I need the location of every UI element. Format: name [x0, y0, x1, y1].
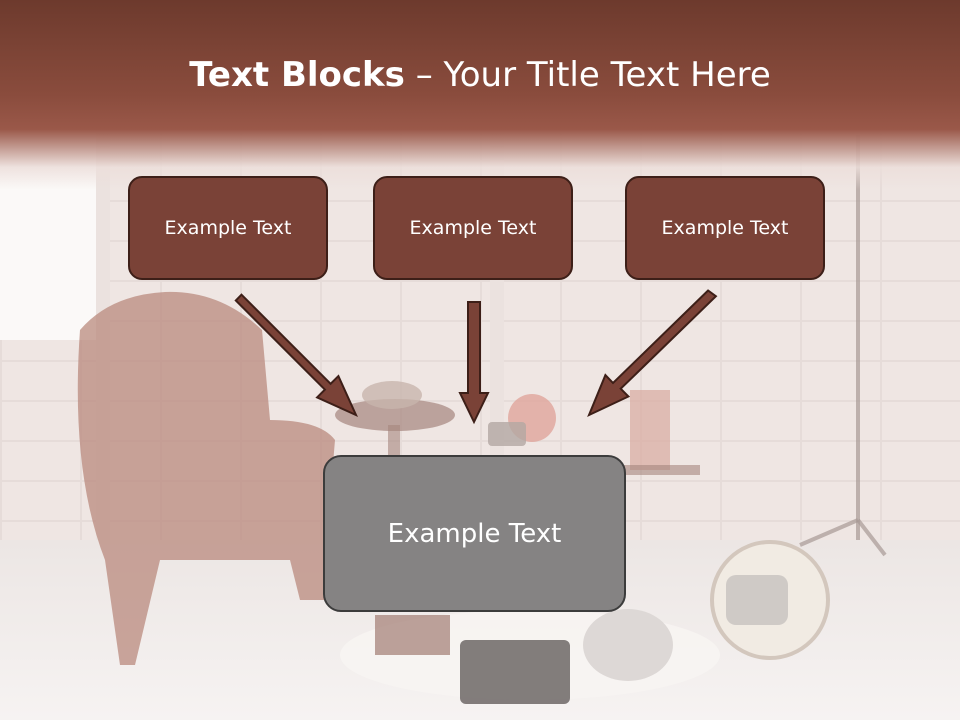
text-block-1[interactable]: Example Text [128, 176, 328, 280]
tv-screen [726, 575, 788, 625]
arrow-center [458, 301, 490, 425]
arrow-left [234, 293, 359, 418]
header-band [0, 0, 960, 190]
text-block-1-label: Example Text [164, 217, 292, 239]
text-block-2[interactable]: Example Text [373, 176, 573, 280]
title-rest: – Your Title Text Here [404, 55, 771, 95]
center-text-block-label: Example Text [387, 518, 562, 549]
text-block-2-label: Example Text [409, 217, 537, 239]
striped-vase [583, 609, 673, 681]
tripod-leg [799, 518, 859, 547]
telephone [362, 381, 422, 409]
typewriter [460, 640, 570, 704]
text-block-3-label: Example Text [661, 217, 789, 239]
arrow-right [587, 289, 718, 417]
small-table [620, 465, 700, 475]
camera [488, 422, 526, 446]
armchair [77, 291, 336, 665]
slide-title: Text Blocks – Your Title Text Here [0, 50, 960, 100]
title-bold: Text Blocks [189, 55, 405, 95]
radio [630, 390, 670, 470]
side-table [335, 399, 455, 431]
text-block-3[interactable]: Example Text [625, 176, 825, 280]
books [375, 615, 450, 655]
center-text-block[interactable]: Example Text [323, 455, 626, 612]
tripod-leg [856, 518, 887, 557]
